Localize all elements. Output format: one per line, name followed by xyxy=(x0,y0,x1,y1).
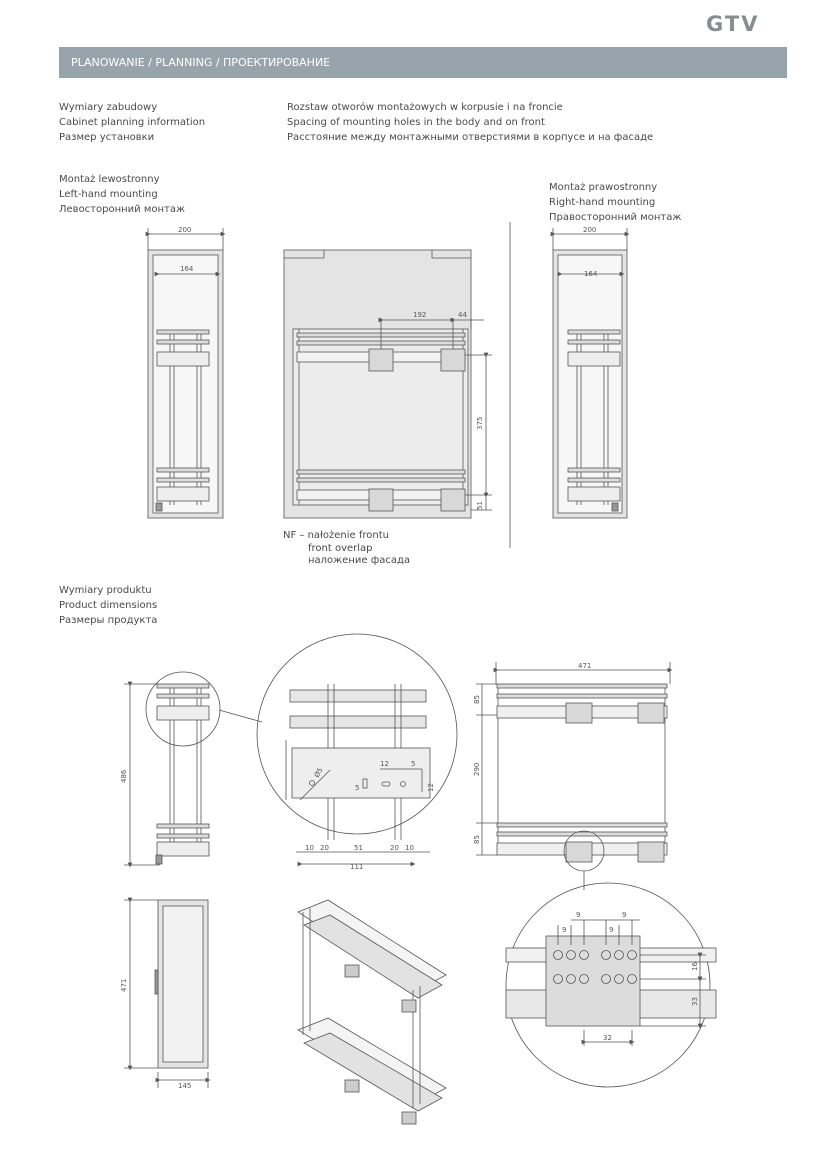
front-85a-dim: 85 xyxy=(473,695,481,704)
product-height-dim: 486 xyxy=(120,769,128,783)
detail-20b-dim: 20 xyxy=(390,844,399,852)
spacing-info-pl: Rozstaw otworów montażowych w korpusie i… xyxy=(287,102,563,113)
product-dims-pl: Wymiary produktu xyxy=(59,585,152,596)
hole-9d-dim: 9 xyxy=(609,926,613,934)
hole-9a-dim: 9 xyxy=(576,911,580,919)
hole-spacing-dim: 192 xyxy=(413,311,426,319)
detail-5a-dim: 5 xyxy=(411,760,415,768)
detail-20a-dim: 20 xyxy=(320,844,329,852)
detail-111-dim: 111 xyxy=(350,863,363,871)
hole-32-dim: 32 xyxy=(603,1034,612,1042)
nf-note-line1: NF – nałożenie frontu xyxy=(283,530,389,541)
hole-9c-dim: 9 xyxy=(562,926,566,934)
detail-10a-dim: 10 xyxy=(305,844,314,852)
side-depth-dim: 145 xyxy=(178,1082,191,1090)
front-85b-dim: 85 xyxy=(473,835,481,844)
front-width-dim: 471 xyxy=(578,662,591,670)
basket-3d-drawing xyxy=(297,899,447,1125)
left-mounting-pl: Montaż lewostronny xyxy=(59,174,160,185)
detail-diameter-dim: Ø5 xyxy=(313,766,325,779)
product-dims-en: Product dimensions xyxy=(59,600,158,611)
banner-title: PLANOWANIE / PLANNING / ПРОЕКТИРОВАНИЕ xyxy=(71,56,331,69)
brand-logo: GTV xyxy=(706,12,760,36)
left-inner-dim: 164 xyxy=(180,265,194,273)
front-view-drawing xyxy=(283,249,492,519)
nf-note-line3: наложение фасада xyxy=(308,555,411,566)
right-mounting-label: Montaż prawostronny Right-hand mounting … xyxy=(549,180,681,225)
left-width-dim: 200 xyxy=(178,226,191,234)
hole-33-dim: 33 xyxy=(691,997,699,1006)
detail-5b-dim: 5 xyxy=(355,784,359,792)
cabinet-info-en: Cabinet planning information xyxy=(59,117,206,128)
product-dims-label: Wymiary produktu Product dimensions Разм… xyxy=(59,583,157,628)
front-290-dim: 290 xyxy=(473,763,481,776)
left-cabinet-drawing xyxy=(145,228,226,519)
product-front-drawing xyxy=(476,662,673,890)
right-cabinet-drawing xyxy=(550,228,630,519)
detail-10b-dim: 10 xyxy=(405,844,414,852)
spacing-info-ru: Расстояние между монтажными отверстиями … xyxy=(287,132,654,143)
cabinet-info: Wymiary zabudowy Cabinet planning inform… xyxy=(59,100,205,145)
right-mounting-en: Right-hand mounting xyxy=(549,197,656,208)
detail-51-dim: 51 xyxy=(354,844,363,852)
left-mounting-ru: Левосторонний монтаж xyxy=(59,204,186,215)
spacing-info: Rozstaw otworów montażowych w korpusie i… xyxy=(287,100,653,145)
detail-zoom-drawing xyxy=(256,633,458,867)
front-offset-dim: 44 xyxy=(458,311,467,319)
nf-note: NF – nałożenie frontu front overlap нало… xyxy=(283,530,410,568)
nf-note-line2: front overlap xyxy=(308,542,373,554)
hole-9b-dim: 9 xyxy=(622,911,626,919)
right-mounting-ru: Правосторонний монтаж xyxy=(549,212,682,223)
product-dims-ru: Размеры продукта xyxy=(59,615,158,626)
vertical-spacing-dim: 375 xyxy=(476,417,484,430)
detail-12-dim: 12 xyxy=(380,760,389,768)
section-banner: PLANOWANIE / PLANNING / ПРОЕКТИРОВАНИЕ xyxy=(59,47,787,78)
left-mounting-label: Montaż lewostronny Left-hand mounting Ле… xyxy=(59,172,185,217)
right-mounting-pl: Montaż prawostronny xyxy=(549,182,658,193)
product-side-drawing xyxy=(124,671,263,868)
right-width-dim: 200 xyxy=(583,226,596,234)
bottom-offset-dim: 51 xyxy=(476,501,484,510)
detail-12b-dim: 12 xyxy=(427,783,435,792)
side-panel-drawing xyxy=(124,897,211,1088)
right-inner-dim: 164 xyxy=(584,270,598,278)
left-mounting-en: Left-hand mounting xyxy=(59,189,158,200)
hole-pattern-drawing xyxy=(505,882,717,1088)
cabinet-info-pl: Wymiary zabudowy xyxy=(59,102,158,113)
spacing-info-en: Spacing of mounting holes in the body an… xyxy=(287,117,545,128)
side-height-dim: 471 xyxy=(120,979,128,992)
hole-16-dim: 16 xyxy=(691,962,699,971)
cabinet-info-ru: Размер установки xyxy=(59,132,155,143)
